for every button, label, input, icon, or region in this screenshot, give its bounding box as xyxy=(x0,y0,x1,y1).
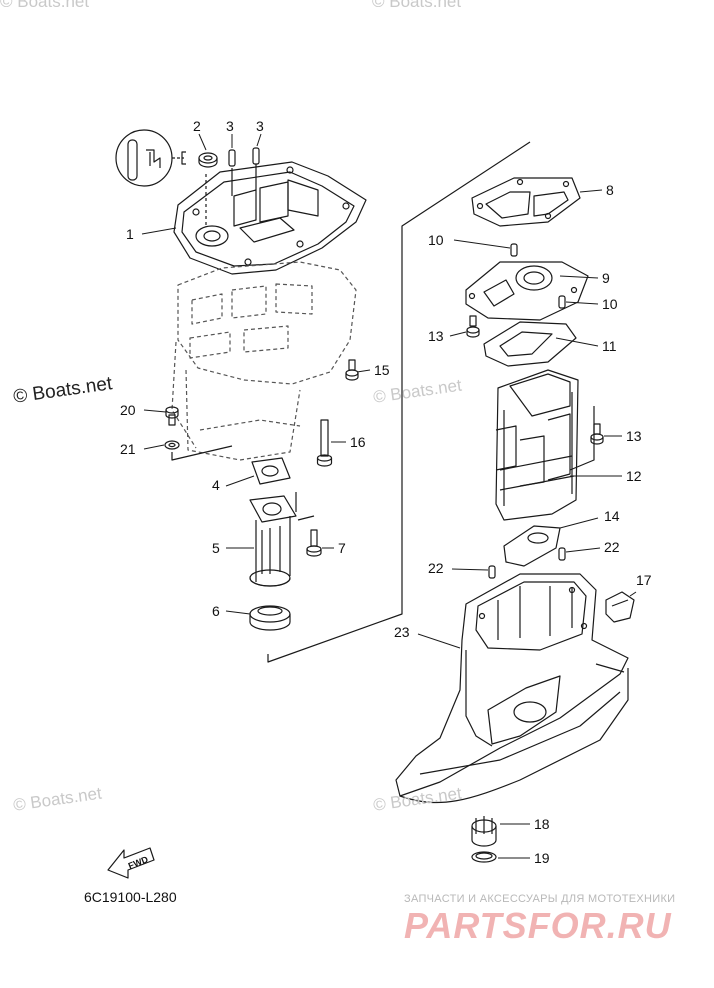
callout-6: 6 xyxy=(212,603,220,619)
callout-10-lower: 10 xyxy=(602,296,618,312)
callout-3-left: 3 xyxy=(226,118,234,134)
part-14-gasket xyxy=(503,525,561,567)
part-11-gasket xyxy=(483,321,577,367)
part-23-upper-casing xyxy=(395,573,629,804)
callout-13-right: 13 xyxy=(626,428,642,444)
part-13-bolt-right xyxy=(590,423,604,445)
part-10-dowel-lower xyxy=(558,295,566,309)
part-15-bolt xyxy=(345,359,359,381)
part-6-oil-seal xyxy=(249,605,291,631)
part-3-dowel-pins xyxy=(228,147,260,167)
callout-1: 1 xyxy=(126,226,134,242)
callout-14: 14 xyxy=(604,508,620,524)
part-20-bolt xyxy=(165,406,179,426)
shop-logo[interactable]: PARTSFOR.RU xyxy=(404,905,672,946)
part-19-ring xyxy=(471,851,497,863)
watermark-top-right: © Boats.net xyxy=(372,0,462,11)
part-12-exhaust-manifold xyxy=(495,369,579,521)
part-5-exhaust-guide xyxy=(249,495,297,587)
callout-23: 23 xyxy=(394,624,410,640)
callout-9: 9 xyxy=(602,270,610,286)
callout-21: 21 xyxy=(120,441,136,457)
leader-lines xyxy=(141,133,637,859)
callout-8: 8 xyxy=(606,182,614,198)
callout-5: 5 xyxy=(212,540,220,556)
shop-tagline: ЗАПЧАСТИ И АКСЕССУАРЫ ДЛЯ МОТОТЕХНИКИ xyxy=(404,893,676,905)
callout-17: 17 xyxy=(636,572,652,588)
callout-7: 7 xyxy=(338,540,346,556)
left-assembly-bracket xyxy=(267,141,531,663)
part-21-washer xyxy=(164,440,180,450)
callout-4: 4 xyxy=(212,477,220,493)
part-17-plug xyxy=(605,591,635,623)
callout-12: 12 xyxy=(626,468,642,484)
part-10-dowel-upper xyxy=(510,243,518,257)
callout-16: 16 xyxy=(350,434,366,450)
part-16-long-bolt xyxy=(316,419,333,467)
engine-block-phantom xyxy=(171,261,357,461)
diagram-code: 6C19100-L280 xyxy=(84,889,177,905)
part-18-impeller xyxy=(471,816,497,847)
callout-20: 20 xyxy=(120,402,136,418)
detail-inset-circle xyxy=(115,129,186,187)
callout-11: 11 xyxy=(602,338,617,354)
watermark-top-left: © Boats.net xyxy=(0,0,90,11)
part-2-washer xyxy=(198,152,218,168)
part-4-gasket xyxy=(251,457,291,485)
part-1-upper-casing xyxy=(173,161,367,275)
callout-22-left: 22 xyxy=(428,560,444,576)
part-7-bolt xyxy=(306,529,322,557)
part-8-gasket xyxy=(471,177,581,227)
callout-19: 19 xyxy=(534,850,550,866)
part-22-dowel-left xyxy=(488,565,496,579)
part-22-dowel-right xyxy=(558,547,566,561)
callout-13-left: 13 xyxy=(428,328,444,344)
callout-18: 18 xyxy=(534,816,550,832)
callout-15: 15 xyxy=(374,362,390,378)
leader-bracket-20-21 xyxy=(171,445,233,461)
callout-22-right: 22 xyxy=(604,539,620,555)
callout-10-upper: 10 xyxy=(428,232,444,248)
part-9-plate xyxy=(465,261,589,321)
callout-2: 2 xyxy=(193,118,201,134)
part-13-bolt-left xyxy=(466,315,480,338)
fwd-arrow-icon xyxy=(107,847,155,879)
callout-3-right: 3 xyxy=(256,118,264,134)
fwd-label: FWD xyxy=(127,854,150,871)
